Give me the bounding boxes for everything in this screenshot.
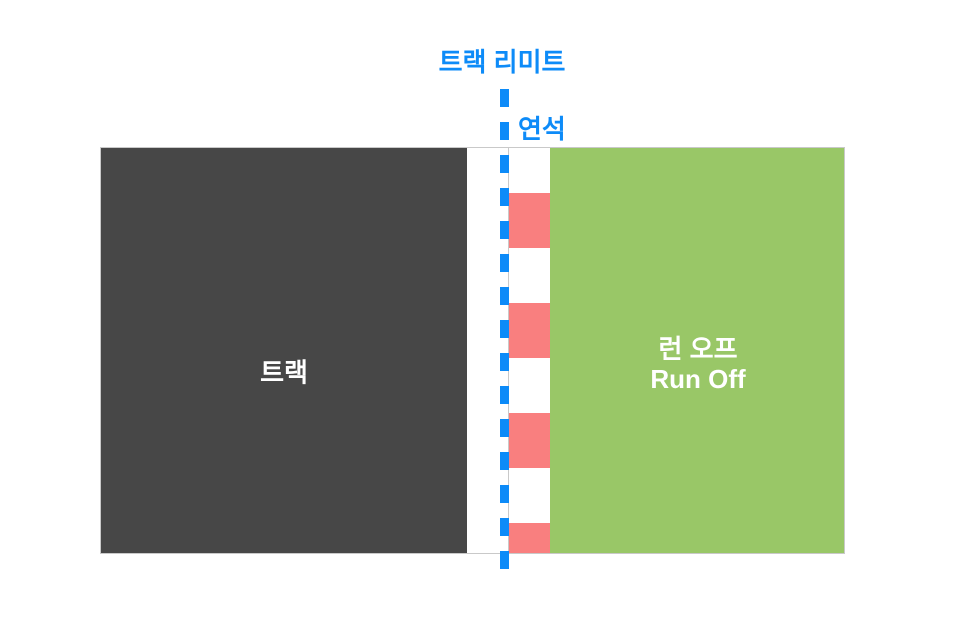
curb-stripe (509, 193, 550, 248)
track-cross-section: 트랙 런 오프 Run Off (100, 147, 845, 554)
curb-stripe (509, 523, 550, 553)
track-area: 트랙 (101, 148, 467, 553)
curb-stripe (509, 358, 550, 413)
runoff-label-english: Run Off (650, 364, 746, 394)
curb-strip (508, 148, 550, 553)
runoff-area-label: 런 오프 Run Off (650, 334, 745, 394)
curb-stripe (509, 468, 550, 523)
track-limit-label: 트랙 리미트 (438, 47, 566, 77)
runoff-area (550, 148, 844, 553)
runoff-label-korean: 런 오프 (658, 334, 738, 364)
curb-stripe (509, 303, 550, 358)
track-area-label: 트랙 (260, 357, 308, 388)
curb-stripe (509, 413, 550, 468)
curb-stripe (509, 248, 550, 303)
curb-stripe (509, 148, 550, 193)
track-edge-white-line (467, 148, 508, 553)
curb-label: 연석 (518, 114, 566, 144)
